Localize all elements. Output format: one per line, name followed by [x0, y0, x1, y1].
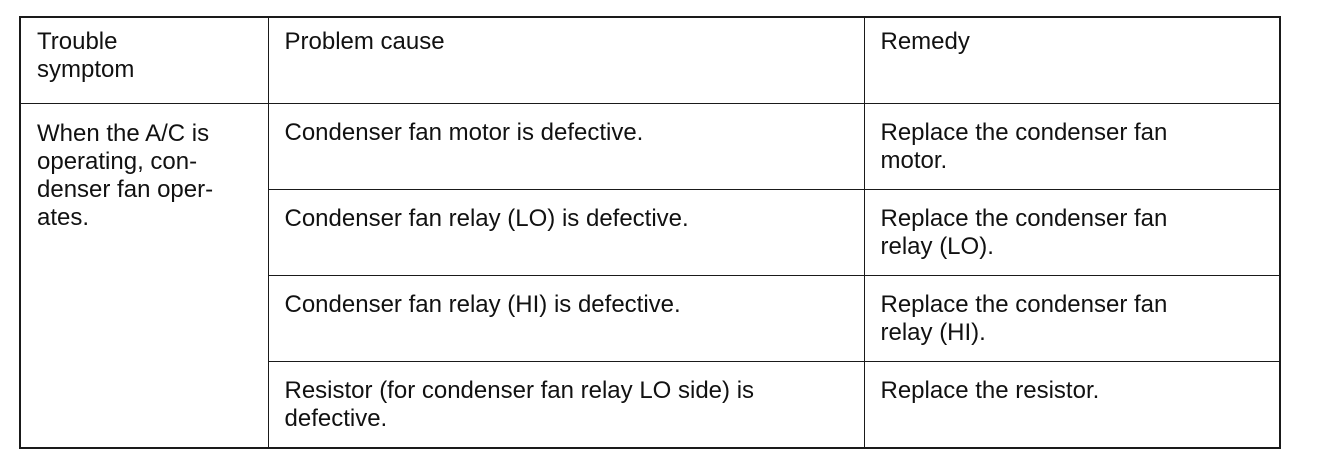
- cause-cell: Condenser fan relay (HI) is defective.: [267, 275, 865, 362]
- cause-text: Resistor (for condenser fan relay LO sid…: [284, 377, 755, 432]
- remedy-text: Replace the resistor.: [880, 377, 1100, 404]
- table-row: When the A/C is operating, con- denser f…: [19, 103, 1281, 449]
- remedy-cell: Replace the condenser fan relay (HI).: [863, 275, 1281, 362]
- remedy-cell: Replace the condenser fan motor.: [863, 103, 1281, 190]
- table-header-row: Trouble symptom Problem cause Remedy: [19, 16, 1281, 104]
- remedy-cell: Replace the resistor.: [863, 361, 1281, 449]
- header-trouble-symptom: Trouble symptom: [19, 16, 269, 104]
- troubleshooting-table: Trouble symptom Problem cause Remedy Whe…: [19, 16, 1281, 449]
- cause-text: Condenser fan motor is defective.: [284, 119, 644, 146]
- cause-cell: Condenser fan motor is defective.: [267, 103, 865, 190]
- remedy-text: Replace the condenser fan relay (LO).: [880, 205, 1168, 260]
- header-remedy-label: Remedy: [880, 28, 970, 55]
- cause-text: Condenser fan relay (HI) is defective.: [284, 291, 681, 318]
- header-trouble-symptom-label: Trouble symptom: [37, 28, 135, 83]
- header-problem-cause: Problem cause: [267, 16, 865, 104]
- symptom-cell: When the A/C is operating, con- denser f…: [19, 103, 269, 449]
- header-problem-cause-label: Problem cause: [284, 28, 445, 55]
- symptom-text: When the A/C is operating, con- denser f…: [37, 120, 214, 231]
- table-row: Resistor (for condenser fan relay LO sid…: [20, 361, 1281, 449]
- remedy-cell: Replace the condenser fan relay (LO).: [863, 189, 1281, 276]
- remedy-text: Replace the condenser fan relay (HI).: [880, 291, 1168, 346]
- remedy-text: Replace the condenser fan motor.: [880, 119, 1168, 174]
- cause-text: Condenser fan relay (LO) is defective.: [284, 205, 689, 232]
- header-remedy: Remedy: [863, 16, 1281, 104]
- table-row: Condenser fan relay (LO) is defective. R…: [20, 189, 1281, 276]
- cause-cell: Resistor (for condenser fan relay LO sid…: [267, 361, 865, 449]
- table-row: Condenser fan relay (HI) is defective. R…: [20, 275, 1281, 362]
- cause-cell: Condenser fan relay (LO) is defective.: [267, 189, 865, 276]
